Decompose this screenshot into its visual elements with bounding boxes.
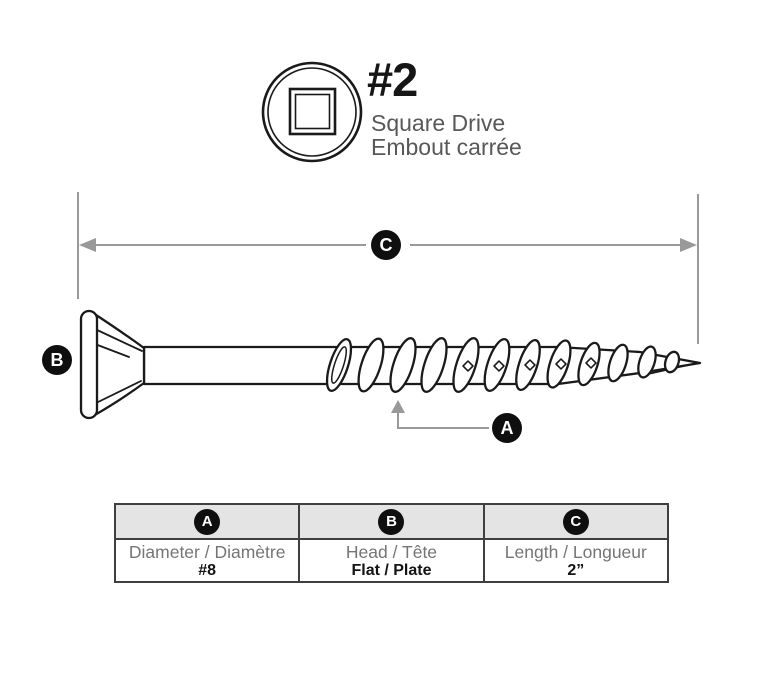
- dimension-line-c: [77, 192, 699, 344]
- callout-badge-head: B: [42, 345, 72, 375]
- callout-badge-length: C: [371, 230, 401, 260]
- screw-head-taper: [91, 311, 146, 418]
- diameter-value: #8: [198, 561, 217, 579]
- drive-name-block: Square Drive Embout carrée: [371, 111, 522, 159]
- spec-table-header-row: A B C: [113, 503, 670, 540]
- drive-size-label: #2: [367, 53, 418, 106]
- drive-name-en: Square Drive: [371, 110, 506, 136]
- table-badge-a: A: [194, 508, 221, 535]
- table-badge-b: B: [378, 508, 405, 535]
- length-value: 2”: [567, 561, 585, 579]
- spec-cell-length: Length / Longueur 2”: [482, 538, 670, 583]
- spec-header-cell-b: B: [298, 503, 485, 540]
- diameter-label: Diameter / Diamètre: [128, 541, 286, 562]
- spec-cell-head: Head / Tête Flat / Plate: [298, 538, 485, 583]
- dimension-pointer-a: [391, 400, 489, 429]
- screw-head-face: [79, 309, 99, 420]
- spec-cell-diameter: Diameter / Diamètre #8: [113, 538, 301, 583]
- spec-header-cell-a: A: [113, 503, 301, 540]
- length-label: Length / Longueur: [504, 541, 647, 562]
- head-label: Head / Tête: [345, 541, 438, 562]
- callout-badge-diameter: A: [492, 413, 522, 443]
- screw-threads: [325, 337, 681, 393]
- square-drive-icon: [261, 61, 363, 163]
- drive-name-fr: Embout carrée: [371, 134, 522, 160]
- spec-table-value-row: Diameter / Diamètre #8 Head / Tête Flat …: [113, 538, 670, 583]
- spec-header-cell-c: C: [482, 503, 670, 540]
- head-value: Flat / Plate: [351, 561, 432, 579]
- screw-drawing: [79, 309, 702, 420]
- spec-table: A B C Diameter / Diamètre #8 Head / Tête…: [113, 503, 670, 583]
- table-badge-c: C: [562, 508, 589, 535]
